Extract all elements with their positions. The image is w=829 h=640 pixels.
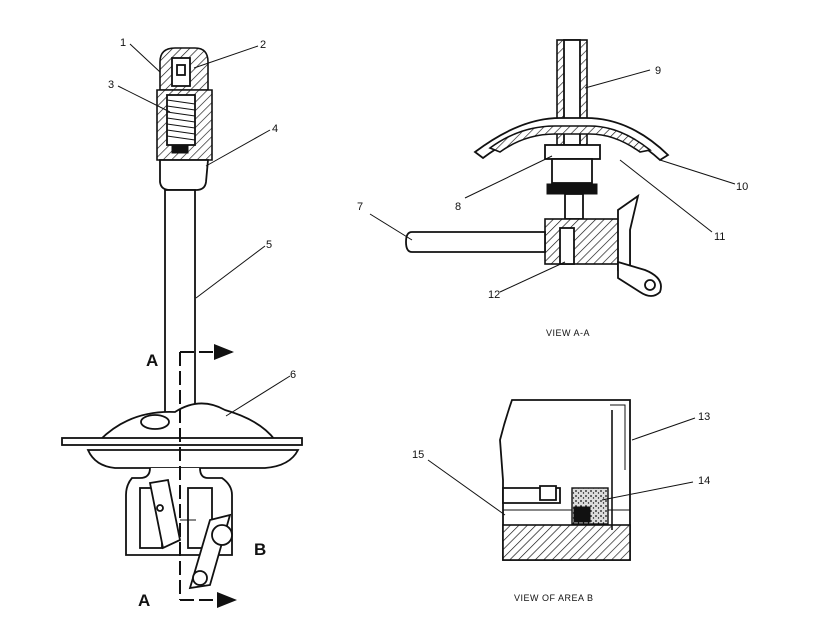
section-mark-a-top: A	[146, 351, 158, 370]
callout-8: 8	[455, 201, 461, 213]
callout-12: 12	[488, 289, 500, 301]
caption-view-area-b: VIEW OF AREA B	[514, 593, 594, 603]
callout-4: 4	[272, 123, 278, 135]
callout-14: 14	[698, 475, 710, 487]
callout-3: 3	[108, 79, 114, 91]
callout-2: 2	[260, 39, 266, 51]
knob	[156, 47, 213, 191]
section-mark-b: B	[254, 540, 266, 559]
callout-11: 11	[714, 231, 725, 243]
callout-9: 9	[655, 65, 661, 77]
boot	[61, 402, 303, 469]
view-aa	[405, 39, 670, 297]
callout-1: 1	[120, 37, 126, 49]
callout-6: 6	[290, 369, 296, 381]
lever-shaft	[164, 189, 196, 426]
leader-lines-aa	[369, 69, 736, 293]
shift-lever-assembly	[61, 47, 303, 608]
callout-5: 5	[266, 239, 272, 251]
spring	[166, 99, 196, 141]
callout-13: 13	[698, 411, 710, 423]
callout-15: 15	[412, 449, 424, 461]
section-line-aa	[179, 344, 237, 608]
section-mark-a-bottom: A	[138, 591, 150, 610]
leader-lines-left	[117, 43, 291, 417]
leader-lines-b	[427, 417, 696, 516]
view-area-b	[499, 399, 631, 561]
callout-10: 10	[736, 181, 748, 193]
caption-view-aa: VIEW A-A	[546, 328, 590, 338]
callout-7: 7	[357, 201, 363, 213]
